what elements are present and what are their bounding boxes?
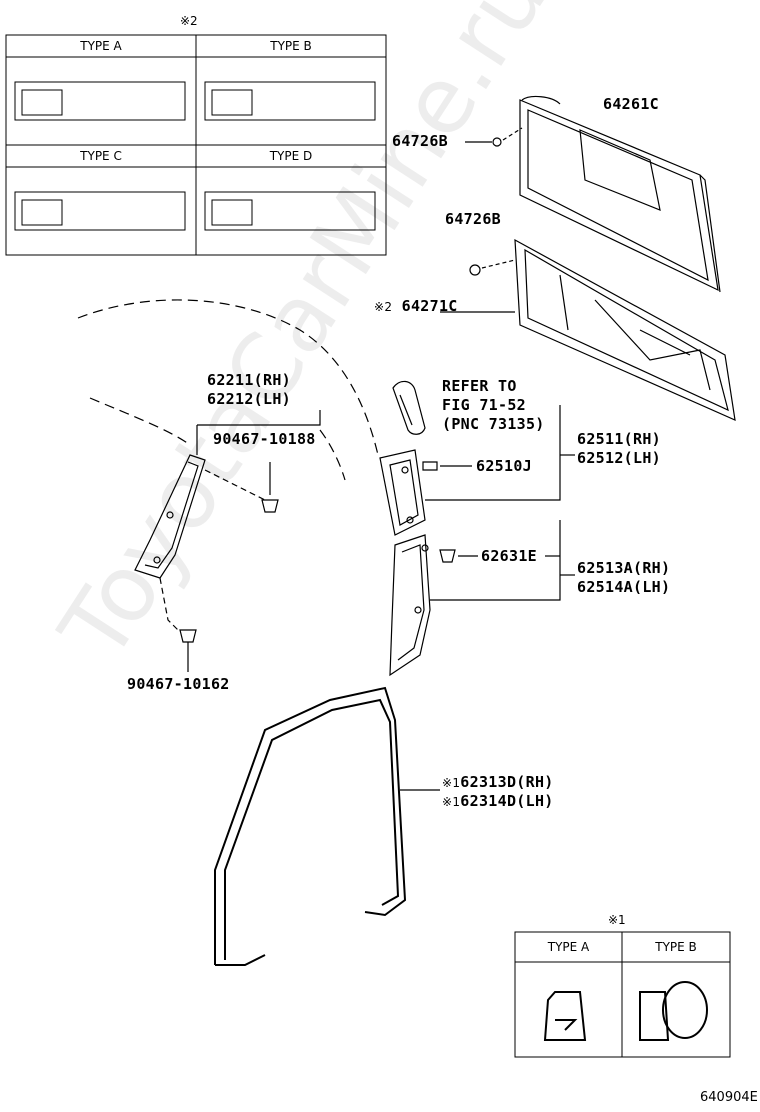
mark-62313d: ※1 [442,776,461,790]
pillar-lower-62513a [389,534,431,677]
label-64271c: 64271C [401,297,458,315]
label-62313d: 62313D(RH) [460,773,554,791]
clip-90467-10188 [261,499,279,513]
pillar-upper-62511 [379,449,426,536]
mark-64271c: ※2 [374,300,393,314]
clip-64726b-1 [492,127,523,147]
label-62314d: 62314D(LH) [460,792,554,810]
top-table-type-a: TYPE A [80,39,122,53]
weatherstrip-62313d [214,686,407,966]
figure-id: 640904E [700,1090,758,1105]
label-62212: 62212(LH) [207,390,291,408]
body-outline [77,299,379,456]
bottom-table-lines [514,931,731,1058]
thumb-type-a [14,81,186,121]
top-table-type-c: TYPE C [80,149,122,163]
lower-panel-64271c [514,238,736,421]
mark-62314d: ※1 [442,795,461,809]
label-refer-3: (PNC 73135) [442,415,545,433]
bottom-table-type-b: TYPE B [655,940,697,954]
clip-90467-10162 [179,629,197,643]
pillar-trim-62211 [134,454,206,579]
seal-profile-b [639,981,708,1041]
label-90467-10188: 90467-10188 [213,430,316,448]
label-62514a: 62514A(LH) [577,578,671,596]
top-table-type-b: TYPE B [270,39,312,53]
label-refer-2: FIG 71-52 [442,396,526,414]
thumb-type-d [204,191,376,231]
label-62510j: 62510J [476,457,532,475]
clip-62510j [422,461,438,471]
seal-profile-a [543,991,587,1041]
label-90467-10162: 90467-10162 [127,675,230,693]
clip-62631e [439,549,456,563]
back-panel-64261c [519,95,721,293]
bottom-table-type-a: TYPE A [547,940,590,954]
label-64726b-1: 64726B [392,132,448,150]
assist-grip [392,380,426,435]
label-62513a: 62513A(RH) [577,559,671,577]
body-outline-2 [89,397,191,446]
clip-64726b-2 [469,259,516,276]
label-62631e: 62631E [481,547,537,565]
label-64726b-2: 64726B [445,210,501,228]
thumb-type-c [14,191,186,231]
label-62211: 62211(RH) [207,371,291,389]
label-refer-1: REFER TO [442,377,517,395]
top-table-type-d: TYPE D [269,149,313,163]
label-64261c: 64261C [603,95,659,113]
label-62512: 62512(LH) [577,449,661,467]
thumb-type-b [204,81,376,121]
body-outline-3 [319,429,346,481]
label-62511: 62511(RH) [577,430,661,448]
bottom-table-mark: ※1 [608,913,626,927]
top-table-lines [5,34,387,256]
top-table-mark: ※2 [180,14,198,28]
